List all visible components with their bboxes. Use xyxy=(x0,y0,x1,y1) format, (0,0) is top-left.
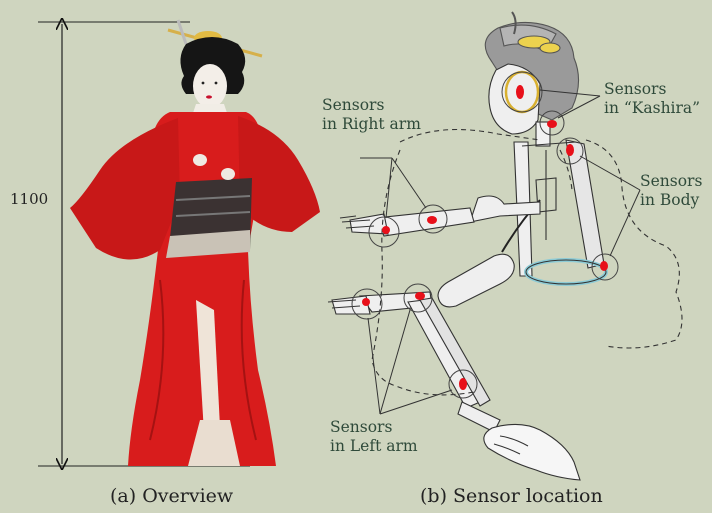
caption-overview: (a) Overview xyxy=(110,485,233,507)
sensor-right-arm-elbow xyxy=(427,216,437,224)
sensor-body-hip xyxy=(600,261,608,271)
right-arm-label-line2: in Right arm xyxy=(322,115,421,134)
sensor-kashira-head xyxy=(516,85,524,99)
sensor-kashira-neck xyxy=(547,120,557,128)
sensor-left-arm-wrist xyxy=(362,298,370,306)
left-arm-label-line2: in Left arm xyxy=(330,437,418,456)
left-arm-sensors-label: Sensors in Left arm xyxy=(330,418,418,456)
right-arm-sensors-label: Sensors in Right arm xyxy=(322,96,421,134)
kashira-sensors-label: Sensors in “Kashira” xyxy=(604,80,700,118)
sensor-left-arm-rod xyxy=(459,378,467,390)
sensor-right-arm-wrist xyxy=(382,226,390,234)
doll-photo xyxy=(70,20,320,466)
kashira-label-line1: Sensors xyxy=(604,80,700,99)
caption-sensor-location: (b) Sensor location xyxy=(420,485,603,507)
sensor-left-arm-elbow xyxy=(415,292,425,300)
body-sensors-label: Sensors in Body xyxy=(640,172,702,210)
body-label-line2: in Body xyxy=(640,191,702,210)
sensor-body-shoulder xyxy=(566,144,574,156)
body-label-line1: Sensors xyxy=(640,172,702,191)
right-arm-label-line1: Sensors xyxy=(322,96,421,115)
height-dimension-label: 1100 xyxy=(10,190,48,208)
left-arm-label-line1: Sensors xyxy=(330,418,418,437)
kashira-label-line2: in “Kashira” xyxy=(604,99,700,118)
